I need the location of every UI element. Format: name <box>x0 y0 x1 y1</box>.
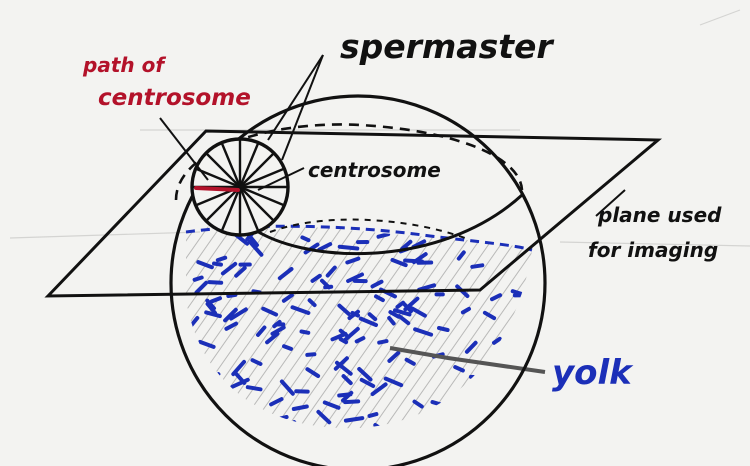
yolk-dash <box>478 379 488 388</box>
yolk-dash <box>340 247 358 249</box>
path-of-centrosome-label-2: centrosome <box>98 85 251 111</box>
yolk-dash <box>191 417 203 423</box>
yolk-dash <box>430 233 437 235</box>
yolk-dash <box>346 418 362 421</box>
yolk-dash <box>228 295 235 296</box>
yolk-dash <box>218 258 225 260</box>
yolk-dash <box>284 346 291 349</box>
yolk-dash <box>248 419 258 424</box>
yolk-dash <box>302 237 308 240</box>
yolk-dash <box>503 353 517 359</box>
yolk-dash <box>195 278 202 280</box>
yolk-dash <box>216 399 221 404</box>
yolk-dash <box>472 265 482 267</box>
yolk-dash <box>375 425 386 433</box>
yolk-dash <box>209 282 221 283</box>
yolk-dash <box>518 380 533 388</box>
plane-label-1: plane used <box>597 203 722 227</box>
centrosome-path-arrow <box>196 188 238 190</box>
yolk-dash <box>272 417 280 421</box>
yolk-dash <box>522 417 528 424</box>
spermaster-aster <box>192 139 288 235</box>
yolk-dash <box>281 417 287 419</box>
yolk-dash <box>294 407 307 410</box>
yolk-dash <box>492 417 499 425</box>
path-of-centrosome-label-1: path of <box>82 53 166 77</box>
title-label: spermaster <box>340 27 554 66</box>
yolk-dash <box>248 387 261 389</box>
yolk-dash <box>341 339 346 342</box>
yolk-dash <box>290 422 294 427</box>
yolk-label: yolk <box>552 353 634 393</box>
plane-label-2: for imaging <box>588 238 718 262</box>
yolk-dash <box>474 378 488 380</box>
yolk-dash <box>379 341 386 343</box>
yolk-dash <box>517 348 527 351</box>
yolk-dash <box>231 397 244 405</box>
yolk-dash <box>513 229 522 232</box>
yolk-dash <box>523 233 530 235</box>
centrosome-label: centrosome <box>308 158 441 182</box>
yolk-dash <box>505 400 519 404</box>
yolk-dash <box>302 332 309 333</box>
yolk-dash <box>439 328 448 330</box>
yolk-dash <box>345 401 358 402</box>
yolk-dash <box>516 331 522 332</box>
yolk-dash <box>379 234 389 237</box>
yolk-dash <box>205 374 219 385</box>
yolk-dash <box>405 261 422 262</box>
yolk-dash <box>519 401 526 406</box>
yolk-dash <box>433 402 443 405</box>
yolk-dash <box>307 354 314 355</box>
yolk-dash <box>370 414 377 416</box>
yolk-dash <box>214 264 221 265</box>
